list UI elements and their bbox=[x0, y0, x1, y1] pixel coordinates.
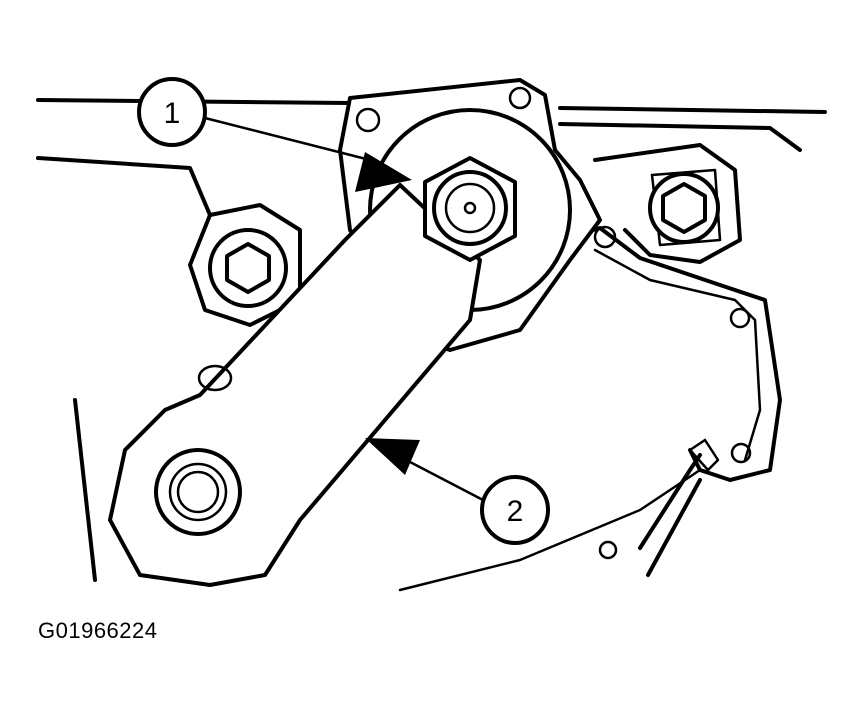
left-hex-bolt bbox=[208, 228, 288, 308]
figure-id-label: G01966224 bbox=[38, 618, 158, 643]
right-hex-bolt bbox=[648, 172, 720, 244]
cover-plate bbox=[558, 226, 782, 560]
callout-2-arrowhead bbox=[365, 438, 420, 475]
callout-2-label: 2 bbox=[507, 495, 524, 528]
lever-arm bbox=[108, 183, 482, 587]
callout-1-arrowhead bbox=[355, 152, 412, 192]
callout-2: 2 bbox=[365, 438, 550, 545]
pivot-bushing bbox=[154, 448, 242, 536]
callout-2-circle bbox=[480, 475, 550, 545]
callout-1-label: 1 bbox=[164, 97, 181, 130]
center-hex-nut bbox=[423, 156, 517, 262]
housing-outline bbox=[36, 98, 827, 592]
arm-stop-bolt bbox=[197, 364, 233, 392]
callout-1: 1 bbox=[137, 77, 412, 192]
callout-1-circle bbox=[137, 77, 207, 147]
